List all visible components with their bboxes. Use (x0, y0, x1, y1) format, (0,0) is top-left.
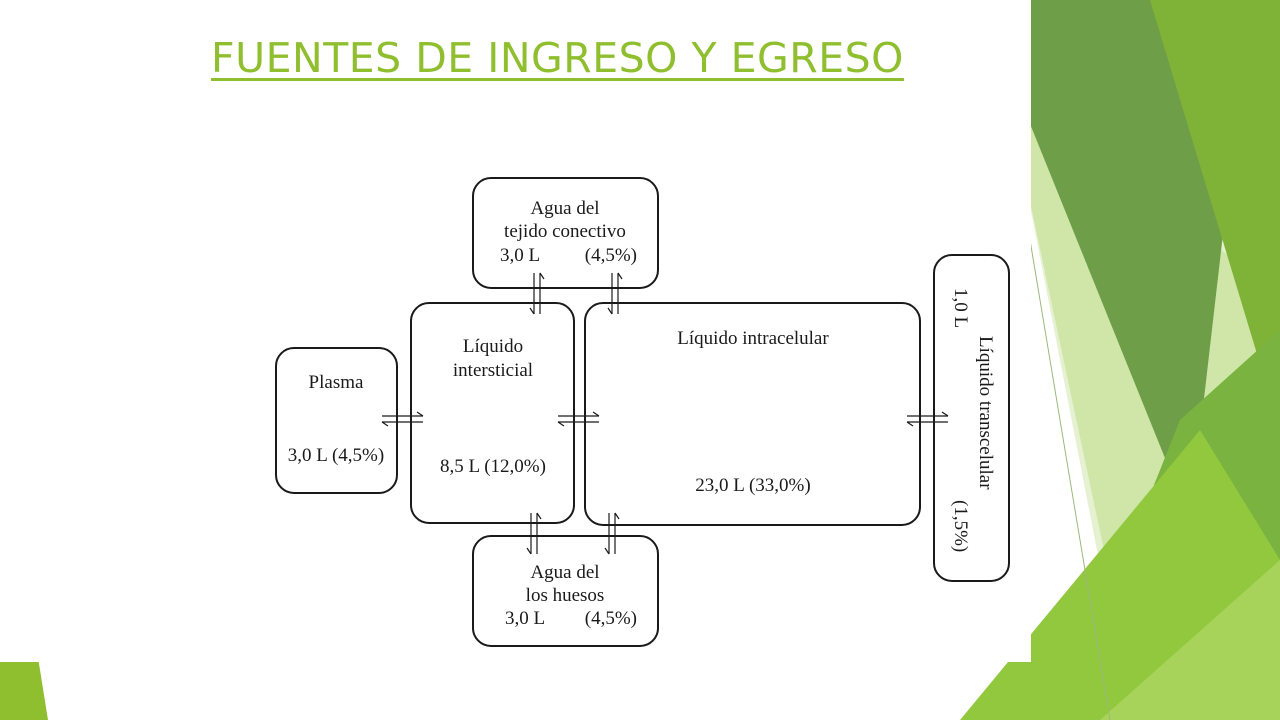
transcellular-volume: 1,0 L (950, 288, 971, 328)
arrow-connective-intracellular (607, 272, 623, 315)
box-intracellular-fluid: Líquido intracelular 23,0 L (33,0%) (584, 302, 921, 526)
box-connective-tissue-water: Agua del tejido conectivo 3,0 L (4,5%) (472, 177, 659, 289)
decorative-shapes-right (960, 0, 1280, 720)
transcellular-percent: (1,5%) (950, 500, 971, 552)
interstitial-line2: intersticial (453, 360, 533, 381)
transcellular-label: Líquido transcelular (975, 336, 996, 490)
deco-triangle-mid (1150, 0, 1280, 430)
arrow-interstitial-bone (526, 512, 542, 555)
arrow-intracellular-transcellular (906, 411, 949, 427)
bone-volume: 3,0 L (505, 608, 545, 629)
intracellular-label: Líquido intracelular (677, 328, 829, 349)
box-bone-water: Agua del los huesos 3,0 L (4,5%) (472, 535, 659, 647)
bone-line2: los huesos (526, 585, 605, 606)
connective-line1: Agua del (530, 198, 599, 219)
interstitial-value: 8,5 L (12,0%) (440, 456, 546, 477)
slide-title: FUENTES DE INGRESO Y EGRESO (211, 34, 904, 82)
box-plasma: Plasma 3,0 L (4,5%) (275, 347, 398, 494)
connective-line2: tejido conectivo (504, 221, 626, 242)
box-transcellular-fluid: 1,0 L Líquido transcelular (1,5%) (933, 254, 1010, 582)
bone-line1: Agua del (530, 562, 599, 583)
interstitial-line1: Líquido (463, 336, 523, 357)
deco-triangle-dark (980, 0, 1250, 520)
box-interstitial-fluid: Líquido intersticial 8,5 L (12,0%) (410, 302, 575, 524)
connective-percent: (4,5%) (585, 245, 637, 266)
arrow-connective-interstitial (529, 272, 545, 315)
bone-percent: (4,5%) (585, 608, 637, 629)
fluid-diagram: Agua del tejido conectivo 3,0 L (4,5%) P… (275, 177, 1010, 647)
deco-triangle-bottom-light (1100, 560, 1280, 720)
plasma-value: 3,0 L (4,5%) (288, 445, 384, 466)
arrow-plasma-interstitial (381, 411, 424, 427)
arrow-intracellular-bone (604, 512, 620, 555)
arrow-interstitial-intracellular (557, 411, 600, 427)
connective-volume: 3,0 L (500, 245, 540, 266)
intracellular-value: 23,0 L (33,0%) (695, 475, 810, 496)
plasma-label: Plasma (309, 372, 364, 393)
